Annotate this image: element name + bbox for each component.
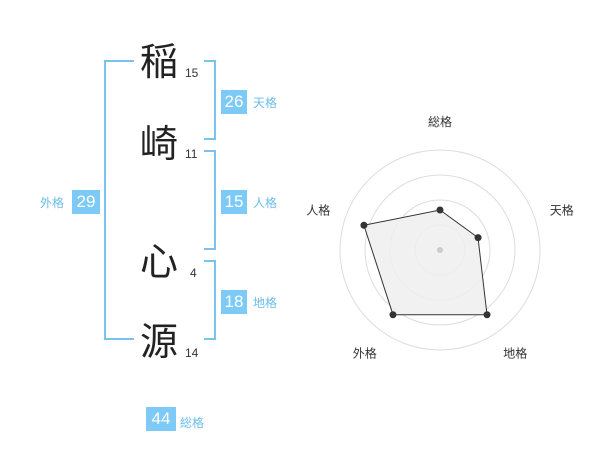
radar-point-4 [360,221,368,229]
soukaku-value: 44 [146,407,176,431]
gaikaku-value: 29 [72,190,100,214]
radar-grid-ring [339,149,541,351]
given-char-2: 源 [140,320,179,364]
jinkaku-bracket [204,150,216,250]
chikaku-bracket [204,260,216,340]
surname-char-2: 崎 [140,122,179,166]
gaikaku-bracket [104,60,134,340]
radar-center-point [437,247,443,253]
radar-point-2 [483,311,491,319]
radar-point-1 [474,234,482,242]
soukaku-label: 総格 [180,416,205,430]
surname-char-1-strokes: 15 [185,66,199,80]
surname-char-2-strokes: 11 [185,147,198,161]
radar-axis-label: 外格 [353,346,377,361]
jinkaku-label: 人格 [253,196,278,210]
tenkaku-value: 26 [221,90,247,114]
tenkaku-bracket [204,60,216,140]
radar-axis-label: 人格 [306,202,330,217]
tenkaku-label: 天格 [253,96,278,110]
surname-char-1: 稲 [140,40,179,84]
given-char-1: 心 [140,240,179,284]
radar-axis-label: 天格 [550,202,574,217]
given-char-2-strokes: 14 [185,346,199,360]
gaikaku-label: 外格 [40,196,65,210]
radar-data-area [363,209,488,316]
given-char-1-strokes: 4 [190,266,197,280]
radar-axis-label: 地格 [503,346,527,361]
radar-axis-label: 総格 [428,114,452,129]
jinkaku-value: 15 [221,190,247,214]
radar-point-3 [389,311,397,319]
chikaku-label: 地格 [253,296,278,310]
chikaku-value: 18 [221,290,247,314]
radar-point-0 [436,206,444,214]
radar-grid-ring [364,174,516,326]
